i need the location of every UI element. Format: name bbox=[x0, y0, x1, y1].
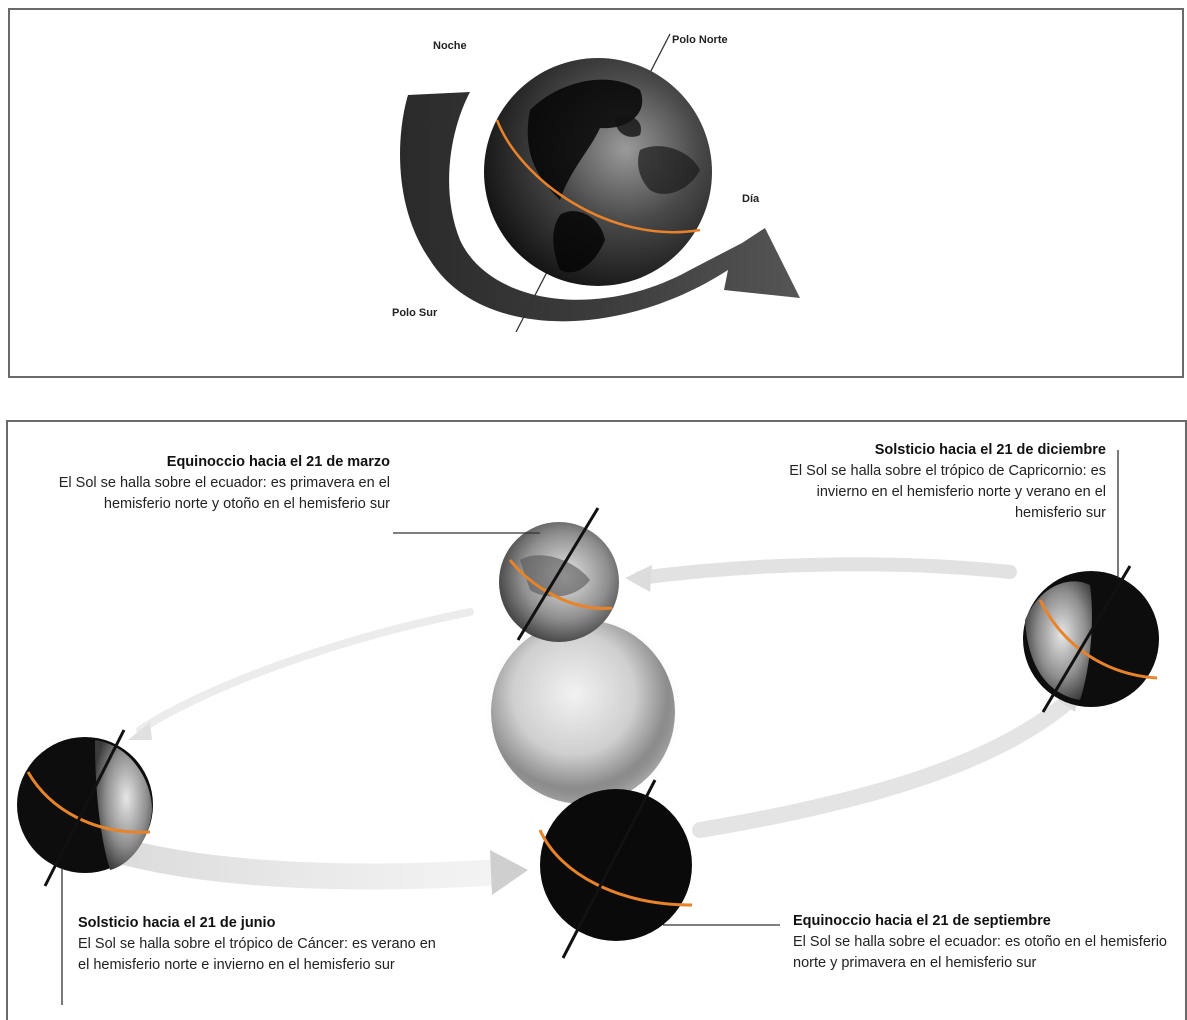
sun bbox=[483, 612, 683, 812]
earth-diciembre bbox=[1023, 565, 1159, 713]
caption-septiembre: Equinoccio hacia el 21 de septiembre El … bbox=[793, 911, 1183, 974]
earth-marzo bbox=[499, 507, 619, 642]
caption-diciembre-desc: El Sol se halla sobre el trópico de Capr… bbox=[789, 463, 1106, 521]
orbit-diagram-panel bbox=[6, 420, 1187, 1020]
caption-diciembre-title: Solsticio hacia el 21 de diciembre bbox=[874, 442, 1106, 458]
earth-junio bbox=[17, 729, 153, 887]
label-polo-norte: Polo Norte bbox=[672, 34, 728, 46]
label-noche: Noche bbox=[433, 40, 467, 52]
caption-junio-title: Solsticio hacia el 21 de junio bbox=[78, 915, 276, 931]
earth-septiembre bbox=[538, 779, 693, 959]
rotation-arrow bbox=[400, 92, 800, 322]
caption-diciembre: Solsticio hacia el 21 de diciembre El So… bbox=[760, 440, 1106, 524]
earth-globe bbox=[484, 58, 712, 286]
caption-septiembre-desc: El Sol se halla sobre el ecuador: es oto… bbox=[793, 934, 1167, 971]
caption-marzo-title: Equinoccio hacia el 21 de marzo bbox=[166, 454, 390, 470]
orbit-arrow-head bbox=[625, 565, 652, 592]
caption-septiembre-title: Equinoccio hacia el 21 de septiembre bbox=[793, 913, 1051, 929]
label-polo-sur: Polo Sur bbox=[392, 307, 438, 319]
caption-junio: Solsticio hacia el 21 de junio El Sol se… bbox=[78, 913, 438, 976]
caption-junio-desc: El Sol se halla sobre el trópico de Cánc… bbox=[78, 936, 436, 973]
orbit-arrow-head bbox=[490, 850, 528, 895]
label-dia: Día bbox=[742, 193, 760, 205]
orbit-path bbox=[97, 557, 1080, 895]
caption-marzo-desc: El Sol se halla sobre el ecuador: es pri… bbox=[58, 475, 390, 512]
caption-marzo: Equinoccio hacia el 21 de marzo El Sol s… bbox=[50, 452, 390, 515]
